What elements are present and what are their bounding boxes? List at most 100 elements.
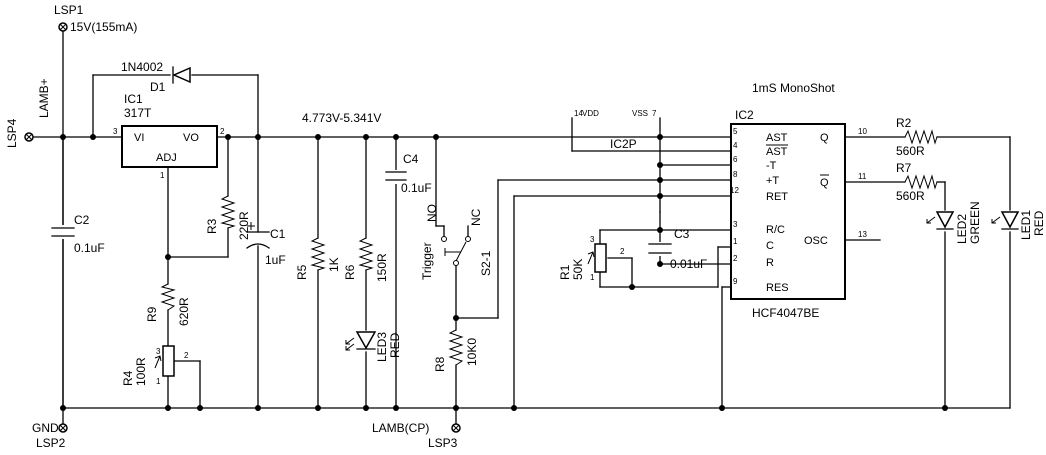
c4-ref: C4 [403, 152, 419, 166]
r3-value: 220R [237, 211, 251, 240]
ic2-pin8-name: +T [766, 175, 779, 187]
ic2p-ref: IC2P [610, 137, 637, 151]
ic2-part: HCF4047BE [752, 306, 819, 320]
r9-value: 620R [177, 297, 191, 326]
ic2-pin3-num: 3 [733, 220, 738, 229]
led2-ref: LED2 [955, 214, 969, 244]
ic1-part: 317T [124, 106, 152, 120]
ic2-pin1-num: 1 [733, 237, 738, 246]
lsp4-testpoint[interactable] [24, 132, 34, 142]
lamb-cp-label: LAMB(CP) [372, 421, 429, 435]
ic2p-vss-pin: 7 [652, 109, 657, 118]
ic2-pin12-num: 12 [730, 186, 739, 195]
r6-value: 150R [375, 253, 389, 282]
ic2-pin5-name: AST [766, 132, 788, 144]
lsp1-testpoint[interactable] [58, 22, 68, 32]
r2-ref: R2 [896, 116, 912, 130]
ic1-pin3-num: 3 [113, 127, 118, 136]
ic1-ref: IC1 [124, 92, 143, 106]
ic1-pin1-num: 1 [160, 171, 165, 180]
ic1-pin-adj: ADJ [156, 152, 177, 164]
led3-led [345, 331, 377, 351]
led2-color: GREEN [968, 201, 982, 244]
ic2-pin3-name: R/C [766, 224, 785, 236]
s2-no-label: NO [425, 204, 439, 222]
r1-pin2: 2 [620, 247, 625, 256]
r9-resistor [160, 283, 176, 311]
ic2-monostable [730, 123, 846, 300]
r3-ref: R3 [205, 218, 219, 234]
ic2p-vdd-pin: 14 [574, 109, 583, 118]
r1-ref: R1 [558, 264, 572, 280]
ic1-pin2-num: 2 [220, 127, 225, 136]
r4-pin3: 3 [156, 347, 161, 356]
r1-trimmer [587, 243, 607, 273]
c4-value: 0.1uF [401, 181, 432, 195]
s2-trigger-switch[interactable] [441, 236, 471, 266]
c3-ref: C3 [674, 227, 690, 241]
lamb-plus-label: LAMB+ [37, 78, 51, 118]
ic1-regulator [121, 125, 218, 168]
c1-value: 1uF [265, 253, 286, 267]
r5-resistor [310, 237, 326, 271]
c1-ref: C1 [270, 227, 286, 241]
gnd-label: GND [32, 421, 59, 435]
ic2-pin2-name: R [766, 257, 774, 269]
ic2-pin6-name: -T [766, 160, 777, 172]
r4-value: 100R [134, 357, 148, 386]
ic2-pin12-name: RET [766, 191, 788, 203]
ic1-pin-vo: VO [183, 132, 199, 144]
c2-value: 0.1uF [74, 241, 105, 255]
ic2-pin4-num: 4 [733, 141, 738, 150]
lsp3-label: LSP3 [428, 436, 458, 450]
led1-ref: LED1 [1019, 210, 1033, 240]
r7-value: 560R [896, 189, 925, 203]
d1-diode [172, 66, 191, 84]
ic2-pin1-name: C [766, 240, 774, 252]
led3-color: RED [388, 332, 402, 358]
lsp3-testpoint[interactable] [451, 423, 461, 433]
c3-capacitor [648, 242, 672, 256]
c4-capacitor [385, 170, 407, 184]
ic1-pin-vi: VI [134, 132, 144, 144]
d1-part: 1N4002 [121, 60, 163, 74]
ic2-pin10-name: Q [820, 132, 829, 144]
c1-capacitor [246, 222, 270, 249]
ic2-pin9-name: RES [766, 282, 789, 294]
led3-ref: LED3 [375, 332, 389, 362]
led2-led [926, 211, 955, 230]
lsp2-label: LSP2 [36, 436, 66, 450]
r8-value: 10K0 [465, 338, 479, 366]
led1-color: RED [1032, 210, 1046, 236]
r2-resistor [904, 129, 938, 145]
ic2-pin6-num: 6 [733, 155, 738, 164]
c2-ref: C2 [74, 213, 90, 227]
r1-pin3: 3 [590, 235, 595, 244]
lsp2-testpoint[interactable] [58, 423, 68, 433]
r1-pin1: 1 [590, 273, 595, 282]
r5-ref: R5 [295, 264, 309, 280]
ic2-pin13-num: 13 [858, 230, 867, 239]
r1-value: 50K [571, 259, 585, 280]
c2-capacitor [51, 225, 75, 239]
s2-nc-label: NC [469, 208, 483, 226]
ic2-title: 1mS MonoShot [752, 81, 835, 95]
c3-value: 0.01uF [670, 257, 707, 271]
ic2-pin8-num: 8 [733, 170, 738, 179]
r3-resistor [220, 195, 236, 229]
ic2-pin2-num: 2 [733, 254, 738, 263]
ic2-pin4-name: AST [766, 146, 788, 158]
r6-resistor [358, 237, 374, 271]
wires [27, 31, 1011, 431]
ic2-pin10-num: 10 [858, 127, 867, 136]
s2-trigger-label: Trigger [420, 242, 434, 280]
r5-value: 1K [327, 257, 341, 272]
lsp4-label: LSP4 [5, 118, 19, 148]
r7-ref: R7 [896, 161, 912, 175]
ic2-pin11-num: 11 [858, 172, 867, 181]
ic2p-vss-label: VSS [632, 109, 648, 118]
ic2p-vdd-label: VDD [582, 109, 599, 118]
s2-ref: S2-1 [479, 250, 493, 276]
ic2-pin11-name: Q [820, 177, 829, 189]
